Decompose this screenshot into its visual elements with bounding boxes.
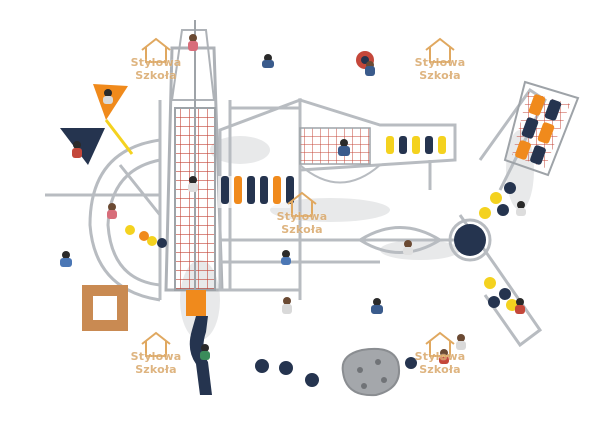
- round-platform: [448, 218, 492, 262]
- stepping-discs: [125, 182, 518, 311]
- sandbox: [82, 285, 128, 331]
- stepping-stones-navy: [255, 357, 417, 387]
- right-climbing-cage: [503, 80, 580, 177]
- upper-right-wing: [298, 97, 457, 190]
- climbing-boulder: [341, 347, 400, 397]
- central-net-tower: [158, 20, 232, 316]
- lower-track: [298, 226, 460, 300]
- yellow-pads-row: [386, 136, 446, 154]
- left-arc-frame: [45, 138, 162, 302]
- climbing-pads-row: [221, 176, 294, 204]
- child-figures: [60, 34, 526, 364]
